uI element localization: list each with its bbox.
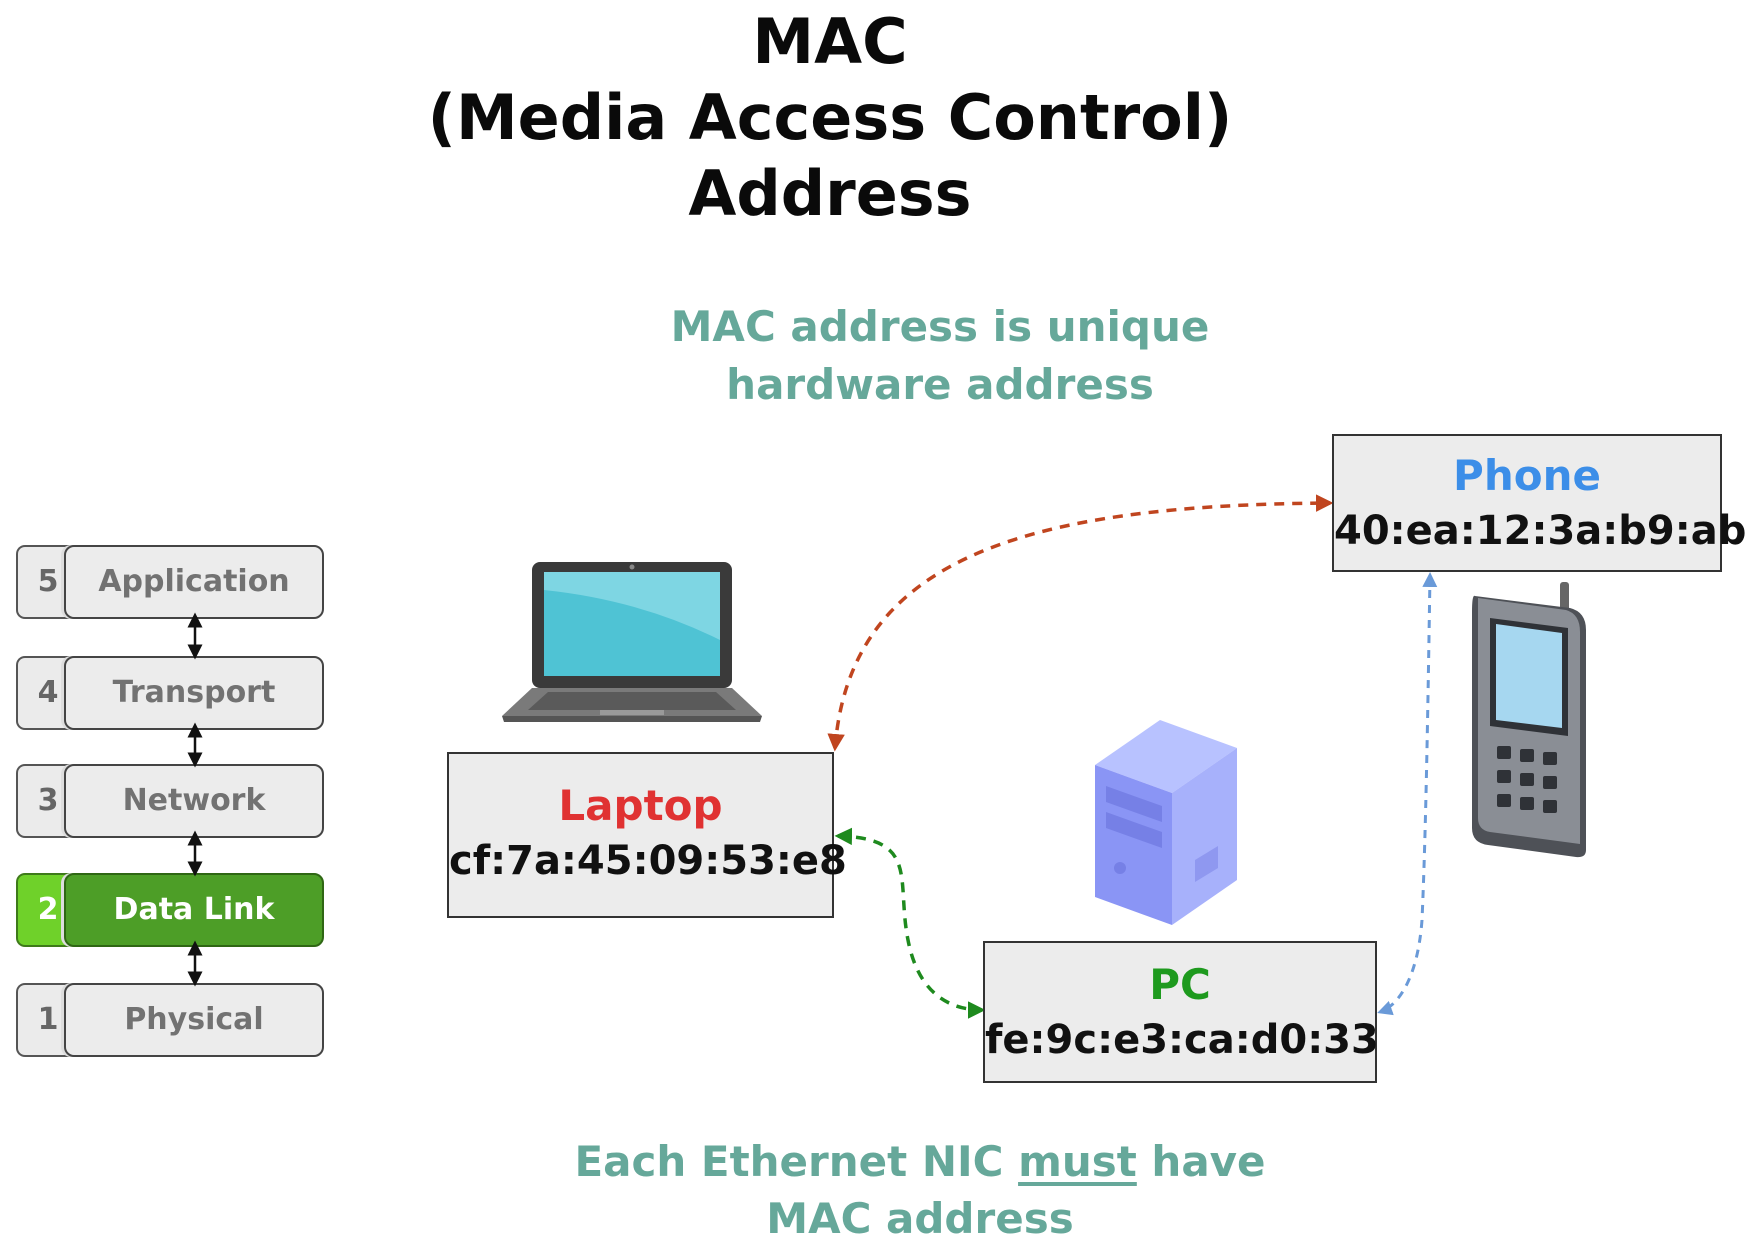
link-phone-pc xyxy=(1377,572,1438,1016)
subtitle: MAC address is unique hardware address xyxy=(560,298,1320,414)
mac-address-laptop: cf:7a:45:09:53:e8 xyxy=(449,838,847,884)
device-name-phone: Phone xyxy=(1453,451,1601,500)
pc-box: PC fe:9c:e3:ca:d0:33 xyxy=(983,941,1379,1083)
title-line-3: Address xyxy=(688,157,972,230)
desktop-tower-icon xyxy=(1095,720,1237,925)
osi-layer-transport: 4 Transport xyxy=(16,656,324,730)
mac-address-phone: 40:ea:12:3a:b9:ab xyxy=(1334,508,1746,554)
diagram-title: MAC (Media Access Control) Address xyxy=(0,4,1660,232)
layer-name: Data Link xyxy=(64,873,324,947)
link-laptop-pc xyxy=(834,827,986,1019)
mobile-phone-icon xyxy=(1472,582,1586,858)
laptop-icon xyxy=(502,562,762,722)
osi-layer-data-link: 2 Data Link xyxy=(16,873,324,947)
phone-box: Phone 40:ea:12:3a:b9:ab xyxy=(1332,434,1746,572)
footer-line-2: MAC address xyxy=(766,1194,1074,1243)
title-line-1: MAC xyxy=(752,5,908,78)
title-line-2: (Media Access Control) xyxy=(427,81,1233,154)
layer-name: Transport xyxy=(64,656,324,730)
subtitle-line-1: MAC address is unique xyxy=(670,302,1210,351)
mac-address-pc: fe:9c:e3:ca:d0:33 xyxy=(985,1017,1379,1063)
footer-note: Each Ethernet NIC must have MAC address xyxy=(480,1133,1360,1247)
footer-emphasis: must xyxy=(1018,1137,1137,1186)
device-name-pc: PC xyxy=(1149,960,1211,1009)
laptop-box: Laptop cf:7a:45:09:53:e8 xyxy=(447,752,847,918)
subtitle-line-2: hardware address xyxy=(726,360,1154,409)
osi-layer-physical: 1 Physical xyxy=(16,983,324,1057)
layer-name: Physical xyxy=(64,983,324,1057)
device-name-laptop: Laptop xyxy=(558,781,723,830)
footer-text-after: have xyxy=(1136,1137,1266,1186)
footer-text-before: Each Ethernet NIC xyxy=(574,1137,1019,1186)
link-laptop-phone xyxy=(827,494,1334,752)
